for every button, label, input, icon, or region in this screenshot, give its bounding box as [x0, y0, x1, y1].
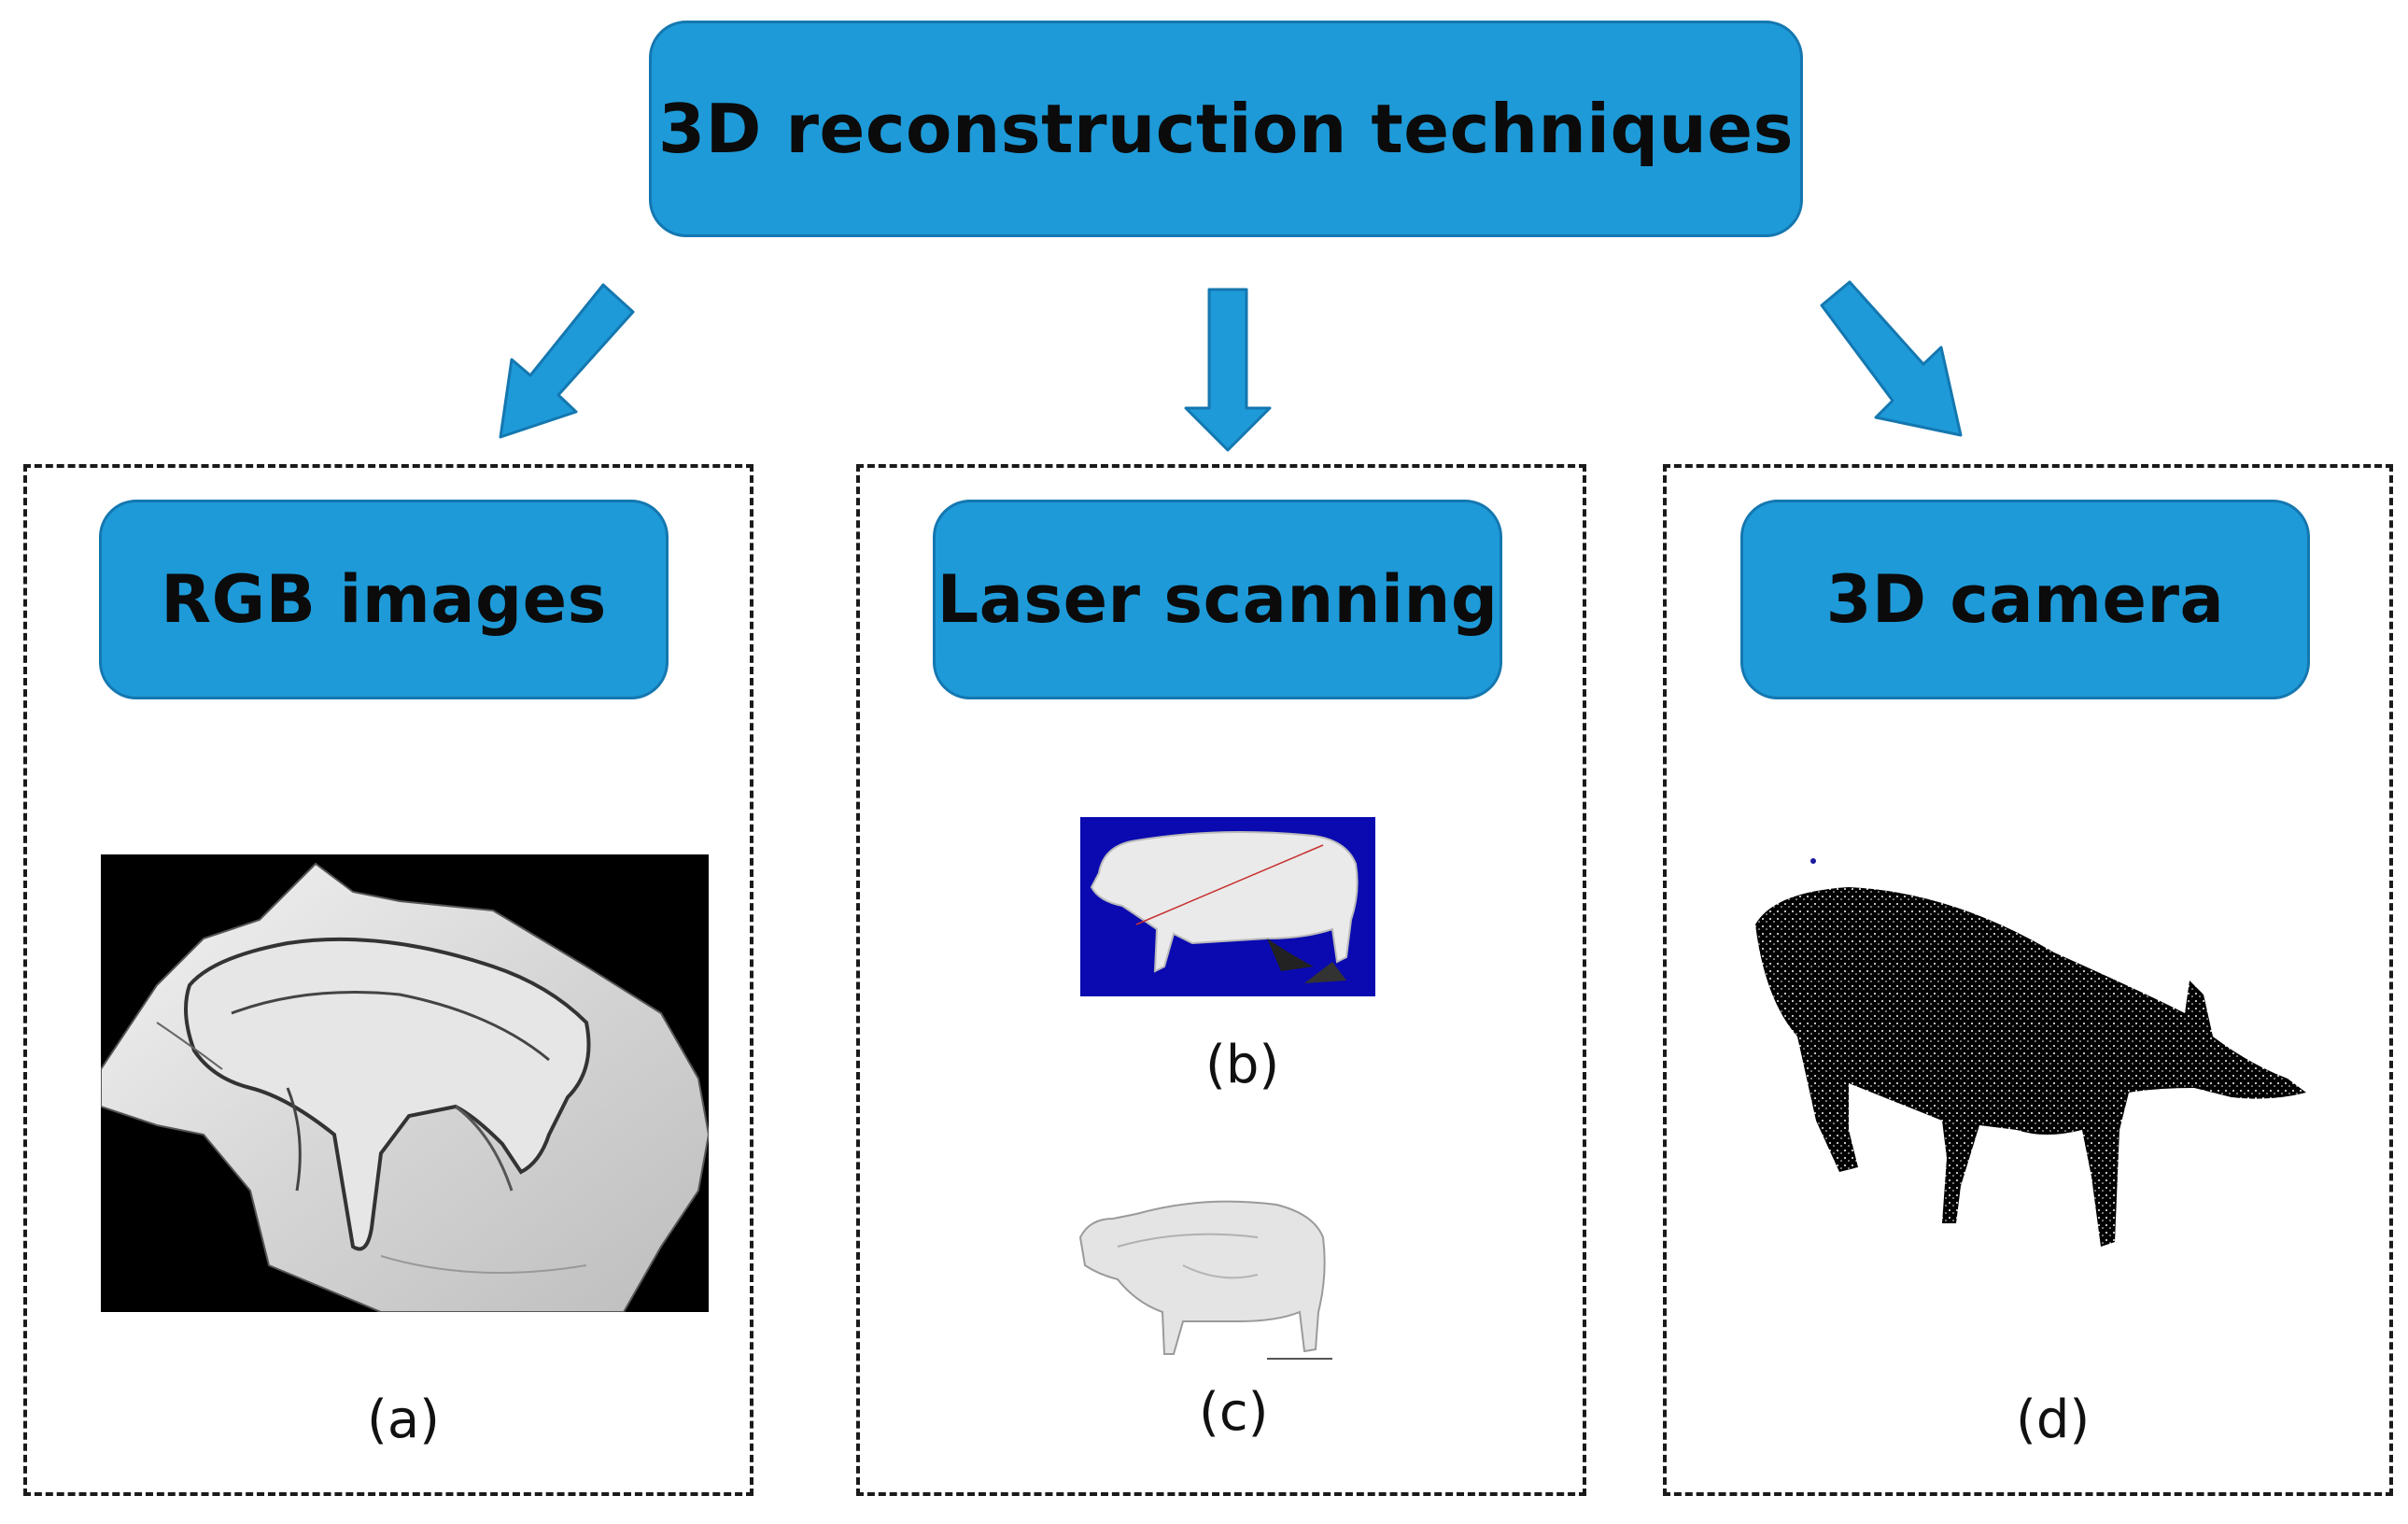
rgb-images-box: RGB images: [99, 500, 669, 699]
arrow-to-rgb-images: [499, 283, 635, 439]
arrow-to-laser-scanning: [1184, 288, 1272, 452]
rgb-reconstruction-image: [101, 854, 709, 1312]
arrow-to-3d-camera: [1820, 280, 1963, 437]
laser-scanning-label: Laser scanning: [936, 561, 1499, 638]
title-box: 3D reconstruction techniques: [649, 21, 1803, 237]
rgb-images-label: RGB images: [161, 561, 607, 638]
caption-b: (b): [1205, 1035, 1280, 1095]
3d-camera-label: 3D camera: [1825, 561, 2225, 638]
caption-c: (c): [1199, 1382, 1269, 1443]
caption-a: (a): [367, 1390, 441, 1450]
3d-camera-box: 3D camera: [1740, 500, 2310, 699]
laser-scan-cow-image: [1080, 817, 1375, 996]
point-cloud-image: [1755, 858, 2306, 1247]
caption-d: (d): [2016, 1390, 2091, 1450]
title-text: 3D reconstruction techniques: [658, 90, 1794, 168]
laser-scan-cow-gray-image: [1078, 1200, 1332, 1360]
laser-scanning-box: Laser scanning: [933, 500, 1502, 699]
